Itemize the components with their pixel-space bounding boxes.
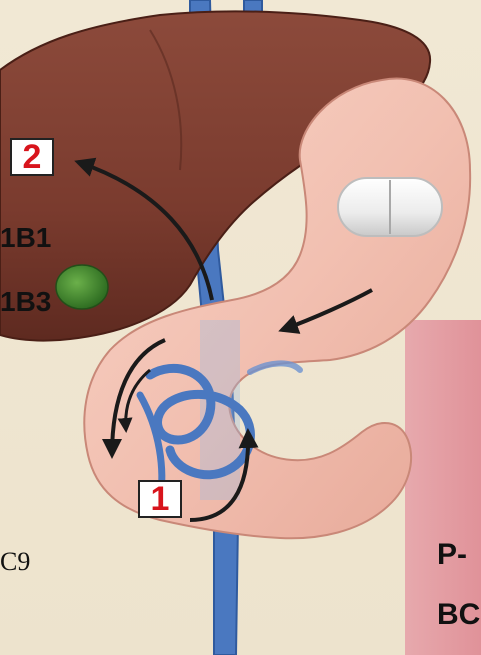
gallbladder [56, 265, 108, 309]
step-2-marker: 2 [10, 138, 54, 176]
step-1-marker: 1 [138, 480, 182, 518]
enzyme-label-c9: C9 [0, 549, 30, 575]
transporter-label-1b1: 1B1 [0, 224, 51, 252]
efflux-label-line1: P- [437, 540, 467, 570]
pill-icon [338, 178, 442, 236]
efflux-label-line2: BC [437, 600, 480, 630]
transporter-label-1b3: 1B3 [0, 288, 51, 316]
